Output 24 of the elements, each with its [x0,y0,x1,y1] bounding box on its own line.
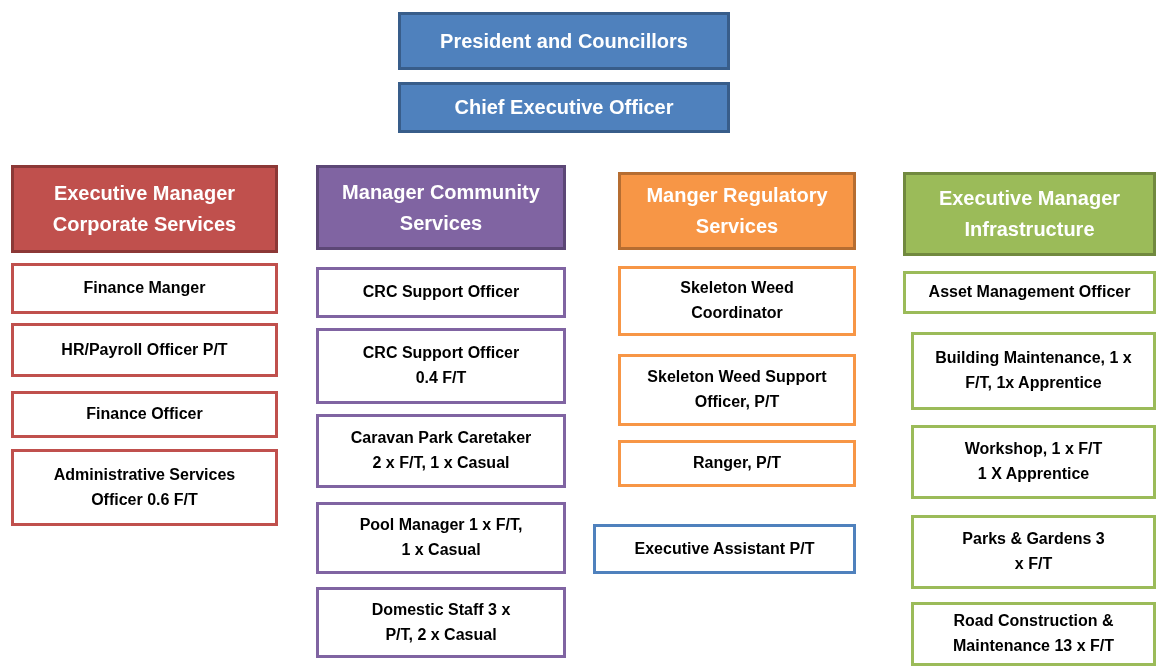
position-box: CRC Support Officer 0.4 F/T [316,328,566,404]
position-box: Skeleton Weed Coordinator [618,266,856,336]
position-box: Finance Manger [11,263,278,314]
position-box: Workshop, 1 x F/T 1 X Apprentice [911,425,1156,499]
position-box: Executive Assistant P/T [593,524,856,574]
manager-box: President and Councillors [398,12,730,70]
position-box: Road Construction & Maintenance 13 x F/T [911,602,1156,666]
position-box: Building Maintenance, 1 x F/T, 1x Apprentice [911,332,1156,410]
position-box: Ranger, P/T [618,440,856,487]
position-box: HR/Payroll Officer P/T [11,323,278,377]
position-box: Caravan Park Caretaker 2 x F/T, 1 x Casual [316,414,566,488]
position-box: Skeleton Weed Support Officer, P/T [618,354,856,426]
manager-box: Executive Manager Corporate Services [11,165,278,253]
position-box: Finance Officer [11,391,278,438]
position-box: CRC Support Officer [316,267,566,318]
manager-box: Manager Community Services [316,165,566,250]
position-box: Parks & Gardens 3 x F/T [911,515,1156,589]
manager-box: Manger Regulatory Services [618,172,856,250]
position-box: Pool Manager 1 x F/T, 1 x Casual [316,502,566,574]
manager-box: Executive Manager Infrastructure [903,172,1156,256]
manager-box: Chief Executive Officer [398,82,730,133]
position-box: Administrative Services Officer 0.6 F/T [11,449,278,526]
position-box: Asset Management Officer [903,271,1156,314]
position-box: Domestic Staff 3 x P/T, 2 x Casual [316,587,566,658]
